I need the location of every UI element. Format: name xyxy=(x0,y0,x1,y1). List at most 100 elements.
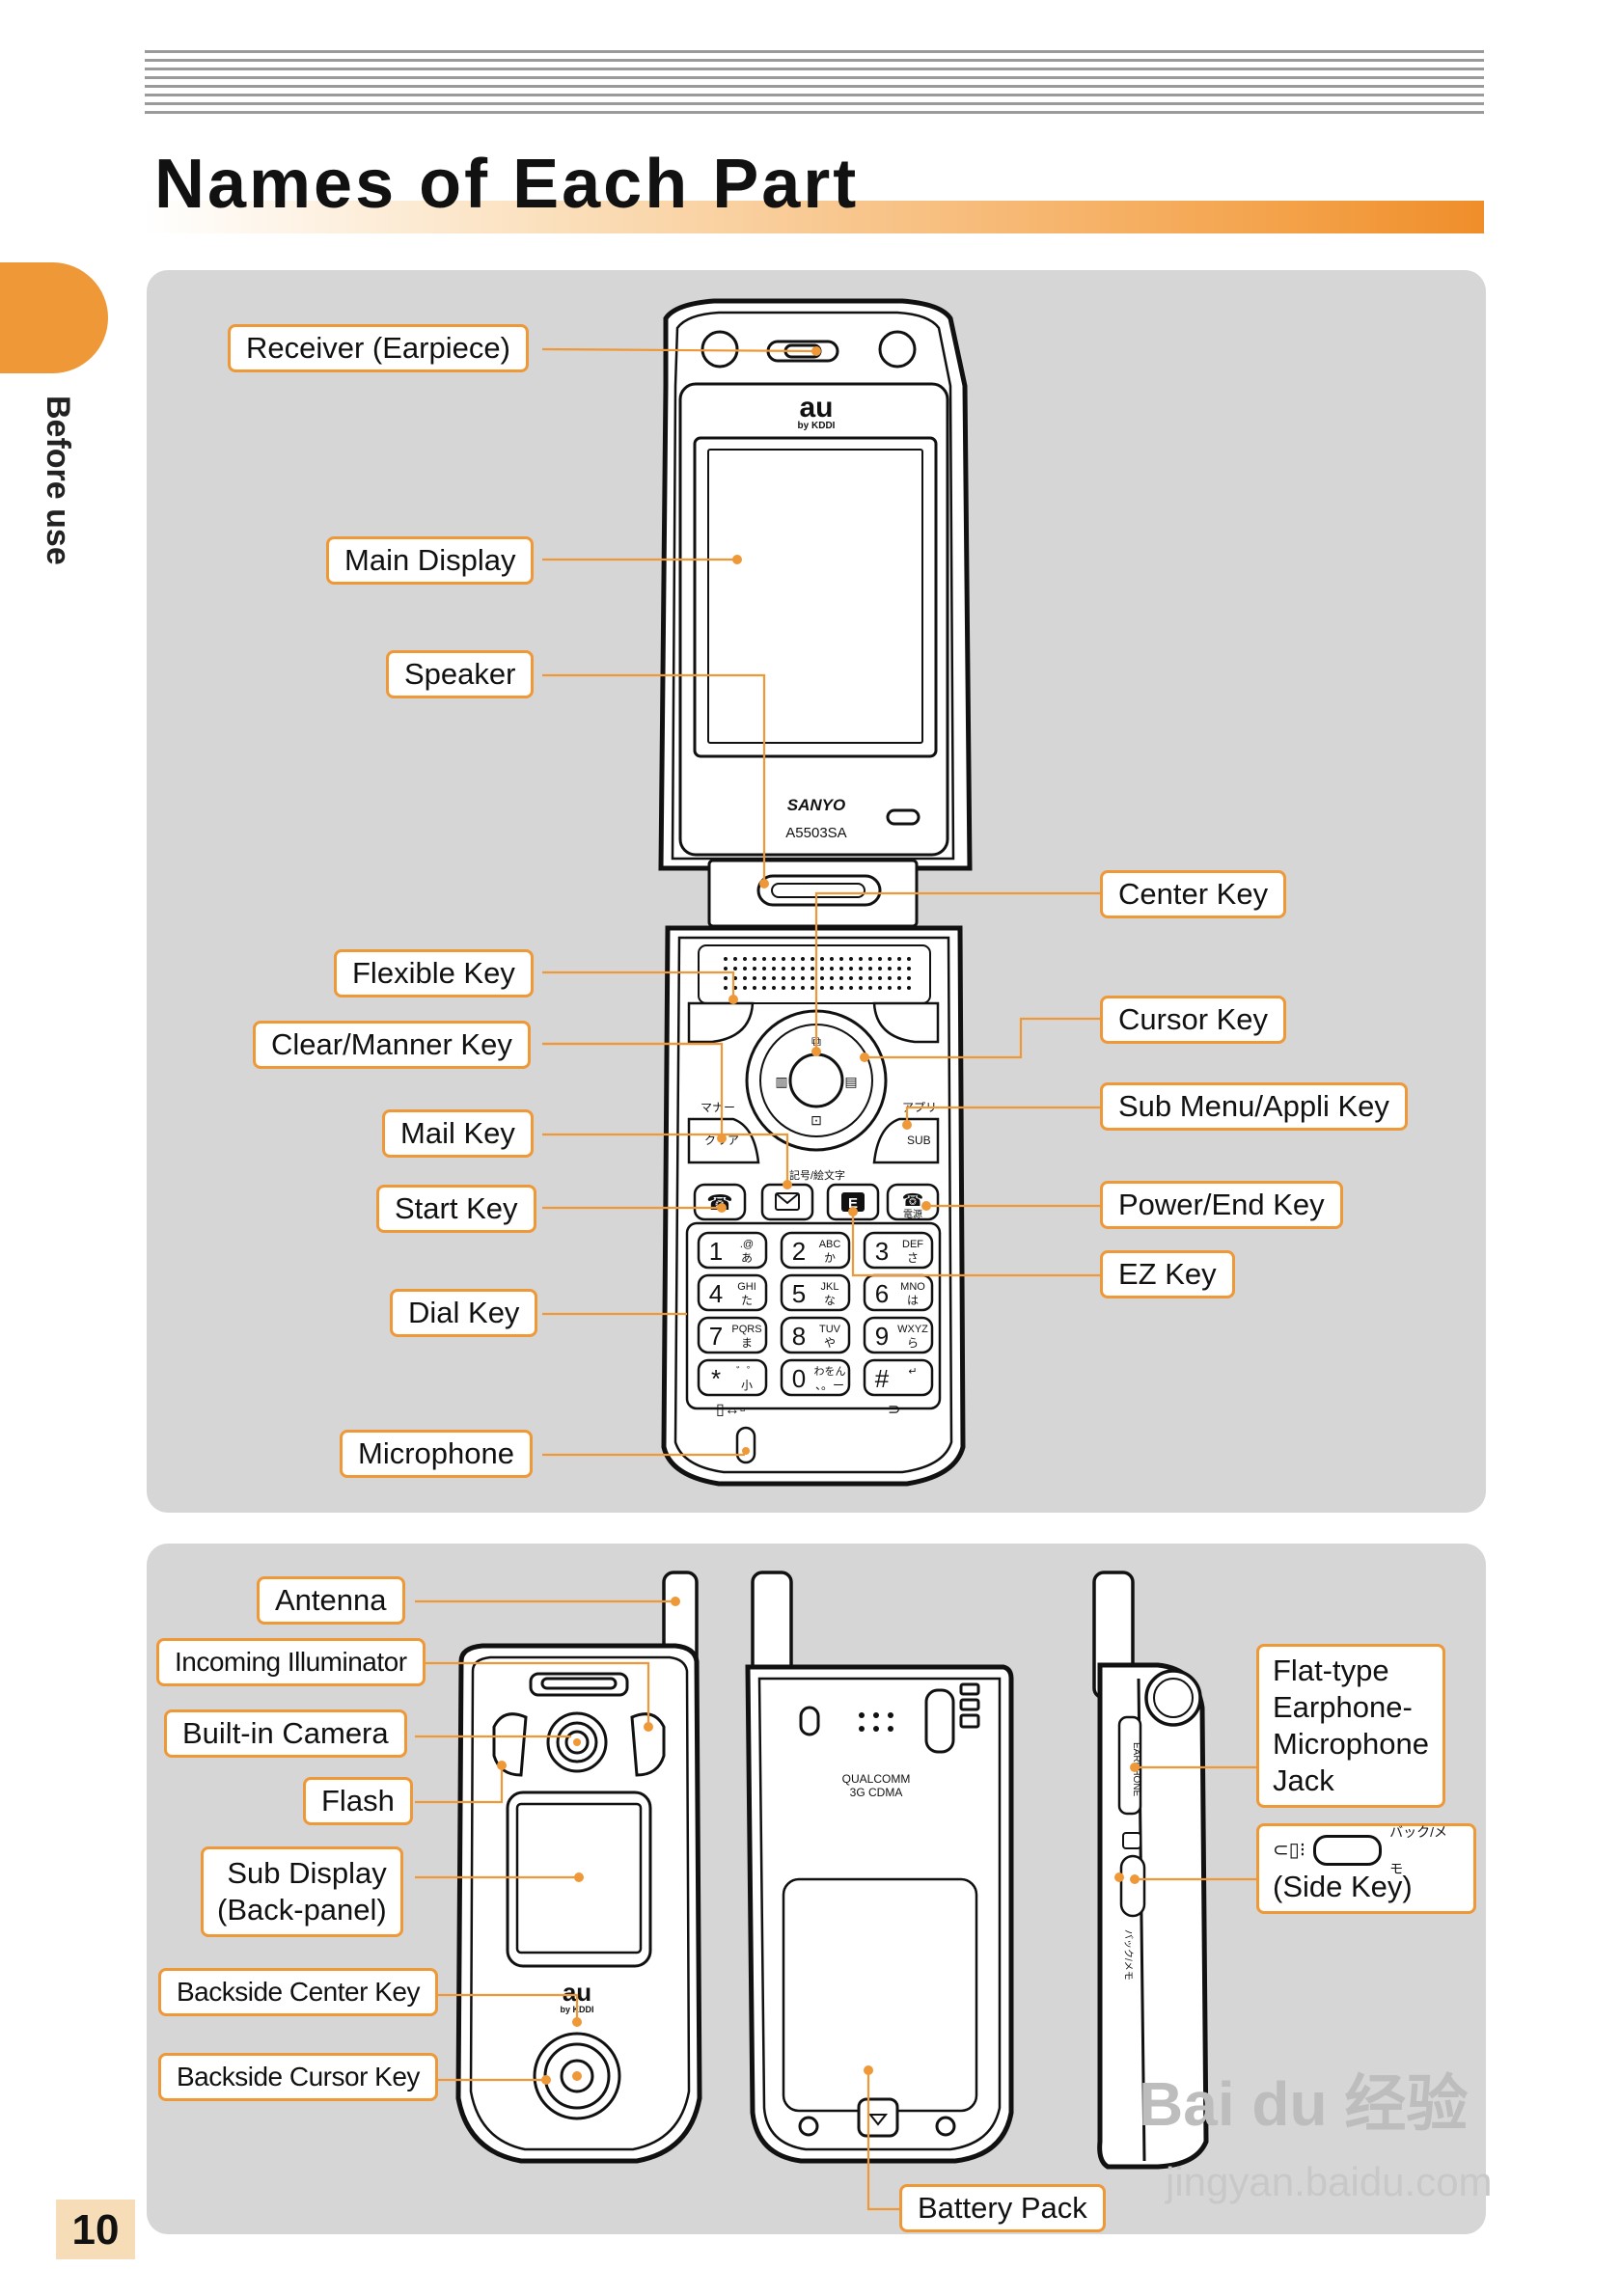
dial-key-number: 9 xyxy=(875,1322,889,1351)
svg-text:SUB: SUB xyxy=(907,1134,931,1147)
label-sub-menu-key: Sub Menu/Appli Key xyxy=(1100,1082,1408,1131)
leader-dots xyxy=(497,346,1140,2085)
dial-key-3 xyxy=(863,1231,934,1270)
dial-key-kana: は xyxy=(907,1294,919,1307)
dial-key-4 xyxy=(697,1273,768,1312)
dial-key-12 xyxy=(863,1358,934,1397)
dial-key-8 xyxy=(780,1316,851,1354)
section-tab xyxy=(0,262,108,373)
dial-key-letters: WXYZ xyxy=(897,1324,928,1335)
label-backside-cursor-key: Backside Cursor Key xyxy=(158,2053,438,2101)
dial-key-letters: MNO xyxy=(900,1281,925,1293)
svg-text:QUALCOMM: QUALCOMM xyxy=(842,1772,911,1786)
dial-key-number: # xyxy=(875,1364,890,1393)
au-logo: au xyxy=(799,392,833,424)
label-center-key: Center Key xyxy=(1100,870,1287,918)
section-tab-label: Before use xyxy=(40,396,76,565)
dial-key-letters: JKL xyxy=(821,1281,839,1293)
svg-text:マナー: マナー xyxy=(701,1101,735,1114)
label-side-key: ⊂▯⁝ バック/メモ (Side Key) xyxy=(1256,1823,1476,1914)
dial-key-2 xyxy=(780,1231,851,1270)
label-mail-key: Mail Key xyxy=(382,1109,534,1158)
svg-text:記号/絵文字: 記号/絵文字 xyxy=(789,1168,845,1182)
label-battery-pack: Battery Pack xyxy=(899,2184,1106,2232)
dial-key-number: 2 xyxy=(792,1237,806,1266)
dial-key-kana: か xyxy=(824,1251,836,1265)
speaker-grill xyxy=(724,957,911,990)
dial-key-10 xyxy=(697,1358,768,1397)
label-speaker: Speaker xyxy=(386,650,535,698)
header-stripes xyxy=(145,50,1484,116)
dial-key-letters: TUV xyxy=(819,1324,841,1335)
svg-text:☎: ☎ xyxy=(902,1190,923,1210)
dial-key-kana: さ xyxy=(907,1251,919,1265)
dial-key-5 xyxy=(780,1273,851,1312)
label-clear-manner-key: Clear/Manner Key xyxy=(253,1021,531,1069)
battery-view-drawing: QUALCOMM 3G CDMA xyxy=(745,1571,1014,2164)
label-microphone: Microphone xyxy=(340,1430,533,1478)
label-flash: Flash xyxy=(303,1777,413,1825)
label-start-key: Start Key xyxy=(376,1185,536,1233)
watermark-url: jingyan.baidu.com xyxy=(1166,2159,1493,2204)
label-main-display: Main Display xyxy=(326,536,535,585)
dial-key-number: 8 xyxy=(792,1322,806,1351)
dial-key-kana: あ xyxy=(741,1251,753,1265)
dial-key-letters: PQRS xyxy=(731,1324,761,1335)
label-cursor-key: Cursor Key xyxy=(1100,996,1287,1044)
label-built-in-camera: Built-in Camera xyxy=(164,1709,407,1758)
watermark-logo: Bai du 经验 xyxy=(1139,2069,1469,2139)
svg-text:▤: ▤ xyxy=(844,1074,857,1089)
label-ez-key: EZ Key xyxy=(1100,1250,1235,1298)
dial-key-number: 1 xyxy=(709,1237,723,1266)
dial-key-7 xyxy=(697,1316,768,1354)
dial-key-letters: ABC xyxy=(819,1239,841,1250)
maker-logo: SANYO xyxy=(787,796,845,814)
label-earphone-jack: Flat-type Earphone- Microphone Jack xyxy=(1256,1644,1445,1808)
dial-key-letters: GHI xyxy=(737,1281,756,1293)
back-view-drawing: au by KDDI xyxy=(455,1571,702,2164)
title-underline-bar xyxy=(143,201,1484,233)
svg-text:バック/メモ: バック/メモ xyxy=(1122,1929,1134,1981)
dial-key-kana: や xyxy=(824,1336,836,1350)
leader-lines xyxy=(411,347,1256,2211)
dial-key-kana: ら xyxy=(907,1336,919,1350)
dial-key-9 xyxy=(863,1316,934,1354)
side-key-icon: ⊂▯⁝ xyxy=(1273,1840,1306,1861)
label-sub-display: Sub Display (Back-panel) xyxy=(201,1846,403,1937)
page-number: 10 xyxy=(56,2200,135,2259)
svg-text:by KDDI: by KDDI xyxy=(798,421,836,431)
label-incoming-illuminator: Incoming Illuminator xyxy=(156,1638,426,1686)
label-dial-key: Dial Key xyxy=(390,1289,538,1337)
dial-key-kana: 小 xyxy=(741,1379,753,1392)
dial-key-letters: ゛゜ xyxy=(736,1365,757,1378)
dial-key-letters: ↵ xyxy=(908,1366,917,1378)
svg-text:3G CDMA: 3G CDMA xyxy=(850,1786,903,1799)
dial-key-number: * xyxy=(711,1364,721,1393)
side-key-shape-icon xyxy=(1313,1835,1383,1866)
dial-key-number: 5 xyxy=(792,1279,806,1308)
svg-text:電源: 電源 xyxy=(903,1208,922,1220)
dial-key-kana: ま xyxy=(741,1336,753,1350)
svg-text:⊡: ⊡ xyxy=(810,1112,822,1128)
label-receiver: Receiver (Earpiece) xyxy=(228,324,529,372)
dial-key-kana: な xyxy=(824,1294,836,1307)
dial-key-number: 3 xyxy=(875,1237,889,1266)
model-number: A5503SA xyxy=(785,825,846,841)
dial-key-letters: DEF xyxy=(902,1239,923,1250)
label-flexible-key: Flexible Key xyxy=(334,949,534,998)
label-power-end-key: Power/End Key xyxy=(1100,1181,1343,1229)
dial-key-number: 4 xyxy=(709,1279,723,1308)
dial-key-number: 0 xyxy=(792,1364,806,1393)
dial-key-kana: 、。ー xyxy=(815,1379,844,1392)
dial-key-number: 6 xyxy=(875,1279,889,1308)
svg-text:▯↔▫: ▯↔▫ xyxy=(716,1402,745,1418)
dial-key-number: 7 xyxy=(709,1322,723,1351)
dial-key-11 xyxy=(780,1358,851,1397)
svg-text:▥: ▥ xyxy=(775,1074,787,1089)
label-antenna: Antenna xyxy=(257,1576,405,1625)
svg-text:⊃: ⊃ xyxy=(888,1402,900,1418)
page-title: Names of Each Part xyxy=(154,146,860,223)
svg-text:E: E xyxy=(848,1195,858,1212)
label-backside-center-key: Backside Center Key xyxy=(158,1968,438,2016)
